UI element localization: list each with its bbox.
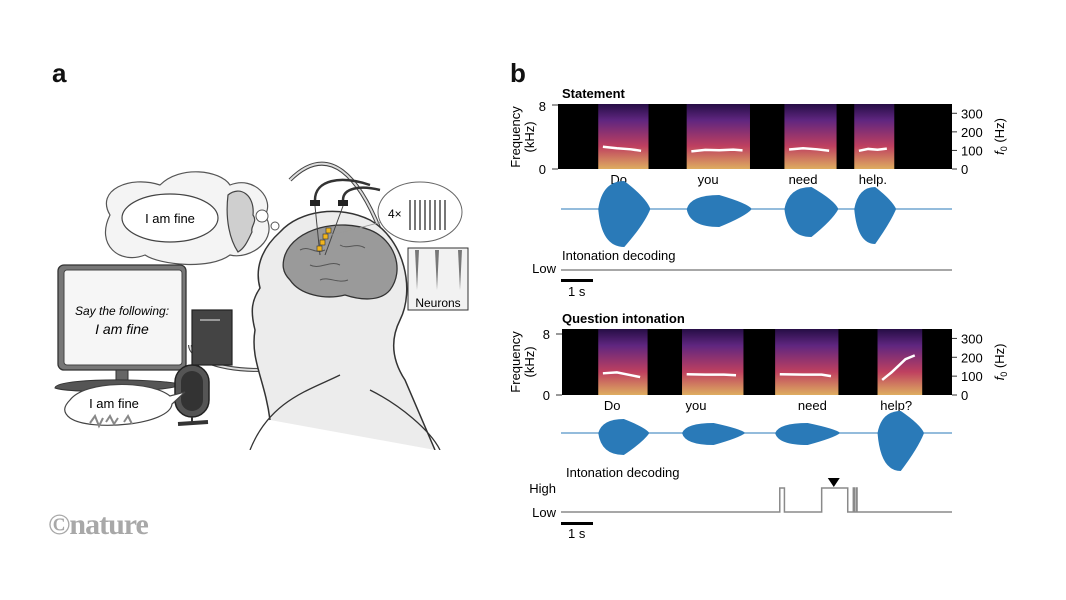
statement-ytick-0: 0 <box>539 162 546 177</box>
audio-waveform-segment <box>682 423 746 445</box>
spectrogram-band <box>775 329 839 395</box>
audio-waveform-segment <box>598 181 651 247</box>
f0-contour <box>602 145 642 153</box>
f0-tick-label: 200 <box>961 350 983 365</box>
nature-logo: ©nature <box>48 508 149 541</box>
f0-tick-label: 0 <box>961 388 968 403</box>
neurons-label: Neurons <box>415 296 460 310</box>
spectrogram-band <box>784 104 837 169</box>
f0-tick-label: 200 <box>961 125 983 140</box>
thought-speech-bubble <box>121 193 219 243</box>
question-ylabel-2: (kHz) <box>522 346 537 377</box>
panel-b-label: b <box>510 58 526 88</box>
word-label: you <box>686 398 707 413</box>
question-low-label: Low <box>532 505 556 520</box>
audio-waveform-segment <box>598 419 650 455</box>
speech-bubble-text: I am fine <box>89 396 139 411</box>
statement-title: Statement <box>562 86 626 101</box>
spectrogram-band <box>598 104 649 169</box>
thought-text: I am fine <box>145 211 195 226</box>
question-marker-icon <box>827 478 840 487</box>
array-multiplier-text: 4× <box>388 207 402 221</box>
question-ytick-8: 8 <box>543 327 550 342</box>
audio-waveform-segment <box>686 195 752 227</box>
word-label: you <box>698 172 719 187</box>
audio-waveform-segment <box>854 187 897 244</box>
statement-decoding-label: Intonation decoding <box>562 248 675 263</box>
statement-ylabel-2: (kHz) <box>522 121 537 152</box>
f0-axis-label: f0 (Hz) <box>992 118 1009 155</box>
intonation-decoding-trace <box>561 487 952 513</box>
face-profile-icon <box>226 190 256 253</box>
spectrogram-band <box>686 104 750 169</box>
question-high-label: High <box>529 481 556 496</box>
bci-setup-illustration: I am fine 4× Neurons Say the following: … <box>54 161 469 450</box>
question-ylabel-1: Frequency <box>508 331 523 393</box>
word-label: Do <box>604 398 621 413</box>
spectrogram-band <box>854 104 895 169</box>
audio-waveform-segment <box>877 411 925 471</box>
f0-tick-label: 100 <box>961 369 983 384</box>
spectrogram-band <box>598 329 648 395</box>
audio-waveform-segment <box>775 423 841 445</box>
word-label: need <box>798 398 827 413</box>
f0-tick-label: 100 <box>961 143 983 158</box>
word-label: help. <box>859 172 887 187</box>
audio-waveform-segment <box>784 187 839 237</box>
statement-ylabel-1: Frequency <box>508 106 523 168</box>
statement-low-label: Low <box>532 261 556 276</box>
f0-contour <box>691 148 743 153</box>
question-title: Question intonation <box>562 311 685 326</box>
question-ytick-0: 0 <box>543 388 550 403</box>
monitor-text: I am fine <box>95 321 149 337</box>
connector-left <box>310 200 320 206</box>
statement-scale-bar <box>561 279 593 282</box>
f0-contour <box>602 371 641 379</box>
f0-axis-label: f0 (Hz) <box>992 344 1009 381</box>
electrode-array <box>325 227 332 234</box>
f0-contour <box>686 373 737 377</box>
f0-contour <box>779 373 832 378</box>
spectrogram-band <box>682 329 744 395</box>
f0-contour <box>858 147 887 153</box>
monitor-prompt: Say the following: <box>75 304 169 318</box>
f0-contour <box>881 354 916 381</box>
f0-tick-label: 300 <box>961 331 983 346</box>
word-label: need <box>789 172 818 187</box>
mini-waveform-icon <box>89 413 133 429</box>
f0-tick-label: 300 <box>961 106 983 121</box>
question-scale-label: 1 s <box>568 526 586 541</box>
connector-right <box>338 200 348 206</box>
statement-ytick-8: 8 <box>539 99 546 114</box>
question-decoding-label: Intonation decoding <box>566 465 679 480</box>
spectrogram-band <box>877 329 923 395</box>
question-scale-bar <box>561 522 593 525</box>
word-label: help? <box>880 398 912 413</box>
panel-a-label: a <box>52 58 67 88</box>
f0-tick-label: 0 <box>961 162 968 177</box>
statement-scale-label: 1 s <box>568 284 586 299</box>
brain-icon <box>282 224 398 300</box>
f0-contour <box>788 146 830 153</box>
